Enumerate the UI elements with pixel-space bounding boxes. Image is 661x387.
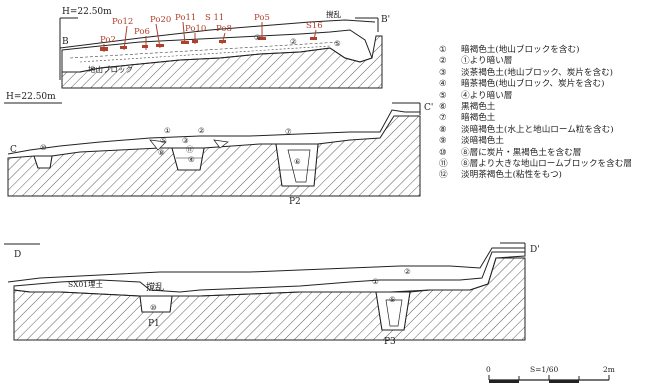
b-bedrock: 地山ブロック [88, 64, 133, 74]
pottery-label: S16 [306, 21, 323, 31]
d-pit-right: P3 [384, 337, 396, 347]
c-layer: ⑥ [294, 157, 301, 166]
pottery-label: Po2 [100, 35, 116, 45]
c-layer: ⑦ [285, 127, 292, 136]
scale-bar [488, 375, 610, 383]
pottery-label: Po12 [112, 17, 133, 27]
d-layer: ⑤ [389, 295, 396, 304]
section-b [59, 17, 383, 89]
pottery-label: Po5 [254, 13, 270, 23]
c-pit-label: P2 [289, 197, 301, 207]
c-layer: ② [198, 126, 205, 135]
d-layer: ② [404, 267, 411, 276]
b-layer-1: ① [254, 33, 261, 42]
scale-end: 2m [603, 365, 615, 374]
pottery-label: Po6 [134, 27, 150, 37]
c-layer: ⑪ [186, 145, 194, 154]
d-right-label: D' [530, 245, 540, 255]
b-left-label: B [62, 37, 69, 47]
c-layer: ③ [182, 136, 189, 145]
d-pit-left: P1 [148, 319, 160, 329]
c-layer: ⑩ [40, 143, 47, 152]
c-layer: ⑤ [160, 136, 167, 145]
b-disturbed: 撹乱 [326, 9, 341, 19]
b-layer-5: ⑤ [334, 39, 341, 48]
d-fill-label: SX01埋土 [68, 279, 104, 289]
section-d [4, 242, 526, 341]
section-c [4, 102, 421, 197]
pottery-label: Po8 [216, 24, 232, 34]
pottery-label: Po10 [185, 24, 206, 34]
b-right-label: B' [381, 15, 390, 25]
c-layer: ① [164, 126, 171, 135]
d-layer: ⑩ [150, 303, 157, 312]
d-left-label: D [14, 250, 21, 260]
b-layer-2: ② [290, 37, 297, 46]
c-elevation: H=22.50m [6, 92, 56, 102]
d-disturbed: 撹乱 [146, 281, 164, 293]
scale-label: S=1/60 [530, 365, 558, 374]
scale-start: 0 [486, 365, 491, 374]
b-elevation: H=22.50m [62, 7, 112, 17]
c-layer: ④ [188, 155, 195, 164]
c-left-label: C [10, 145, 17, 155]
pottery-label: Po11 [175, 13, 196, 23]
pottery-label: S 11 [205, 13, 224, 23]
c-right-label: C' [424, 103, 433, 113]
pottery-label: Po20 [150, 15, 171, 25]
d-layer: ① [372, 277, 379, 286]
c-layer: ⑧ [158, 148, 165, 157]
